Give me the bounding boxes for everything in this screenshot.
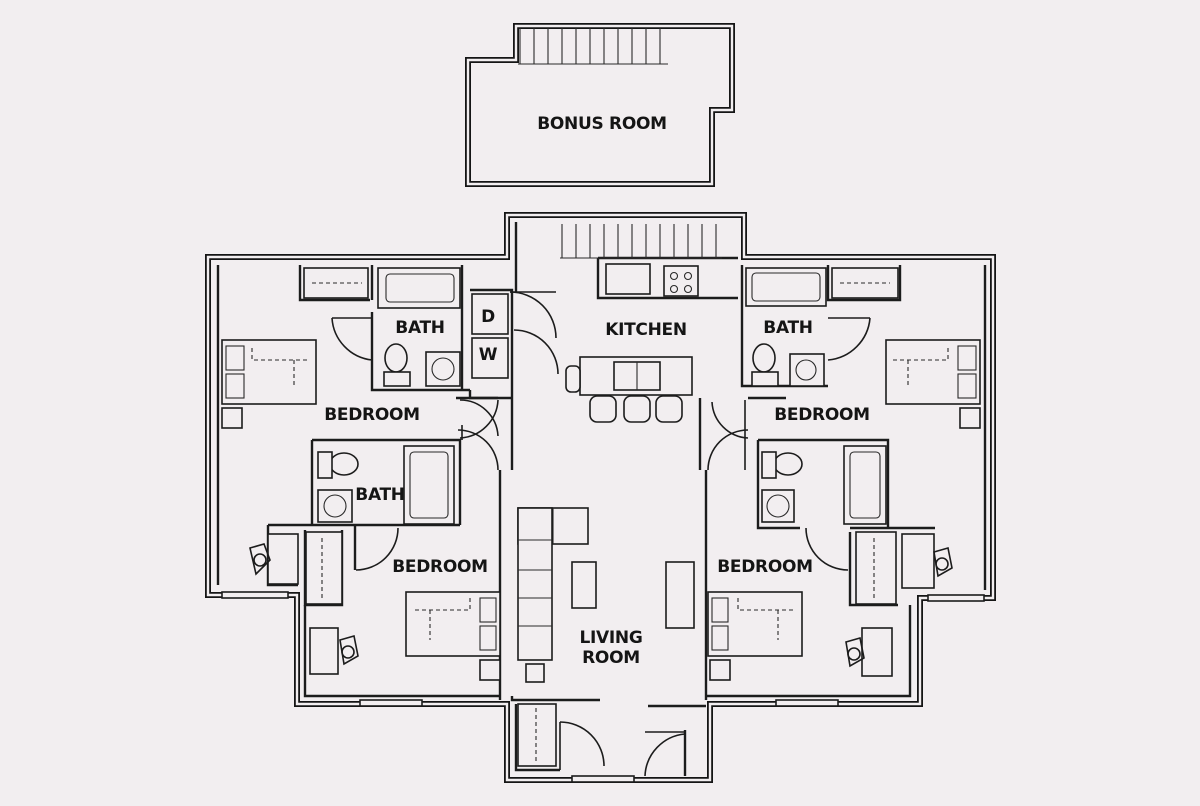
bed [885,339,981,405]
exterior-walls [205,212,996,783]
lower-left-bedroom: BEDROOM [249,531,501,681]
desk-chair-icon [933,546,953,578]
lower-right-bath [761,445,887,525]
desk-chair-icon [249,543,271,576]
dryer-label: D [481,307,495,327]
bathtub [377,267,461,309]
burner-icon [683,271,693,281]
top-right-bedroom: BEDROOM [774,267,981,429]
desk [901,533,935,589]
tv-console [665,561,695,629]
burner-icon [669,271,679,281]
bathtub [843,445,887,525]
bonus-room-label: BONUS ROOM [537,114,667,134]
closet [855,531,897,605]
bar-stool [623,395,651,423]
entry-closet [517,703,557,767]
doors [331,291,871,777]
nightstand [959,407,981,429]
living-room-label-line1: LIVING [579,628,642,648]
desk-chair-icon [845,636,865,668]
bonus-room-stairs [518,28,668,65]
bonus-room-area: BONUS ROOM [465,23,735,187]
bedroom-top-right-label: BEDROOM [774,405,870,425]
living-room-label-line2: ROOM [582,648,640,668]
bedroom-bottom-left-label: BEDROOM [392,557,488,577]
toilet [329,452,359,476]
bath-top-right-label: BATH [763,318,812,338]
top-left-bath: BATH [377,267,461,387]
top-left-bedroom: BEDROOM [221,267,420,429]
kitchen-stairs [560,224,722,259]
side-table [525,663,545,683]
toilet [773,452,803,476]
living-room-area: LIVING ROOM [517,507,695,767]
lower-left-bath: BATH [317,445,455,525]
bathtub [745,267,827,307]
bed [405,591,501,657]
toilet [384,343,408,373]
top-right-bath: BATH [745,267,827,387]
nightstand [479,659,501,681]
interior-walls [216,222,987,776]
bedroom-top-left-label: BEDROOM [324,405,420,425]
desk [861,627,893,677]
washer [471,337,509,379]
dryer [471,293,509,335]
laundry-closet: D W [471,293,509,379]
fridge [605,263,651,295]
bedroom-bottom-right-label: BEDROOM [717,557,813,577]
bed [221,339,317,405]
bed [707,591,803,657]
burner-icon [683,284,693,294]
kitchen-area: KITCHEN [560,224,722,423]
desk-chair-icon [339,634,359,666]
sectional-sofa [517,507,589,661]
bath-top-left-label: BATH [395,318,444,338]
desk [267,533,299,585]
bathtub [403,445,455,525]
nightstand [221,407,243,429]
toilet [752,343,776,373]
washer-label: W [479,345,498,365]
sink [425,351,461,387]
bar-stool [589,395,617,423]
bar-stool [655,395,683,423]
stove [663,265,699,297]
bar-stool [565,365,581,393]
kitchen-label: KITCHEN [605,320,687,340]
sink [789,353,825,387]
bath-left-label: BATH [355,485,404,505]
coffee-table [571,561,597,609]
nightstand [709,659,731,681]
lower-right-bedroom: BEDROOM [707,531,953,681]
burner-icon [669,284,679,294]
desk [309,627,339,675]
closet [305,531,343,605]
